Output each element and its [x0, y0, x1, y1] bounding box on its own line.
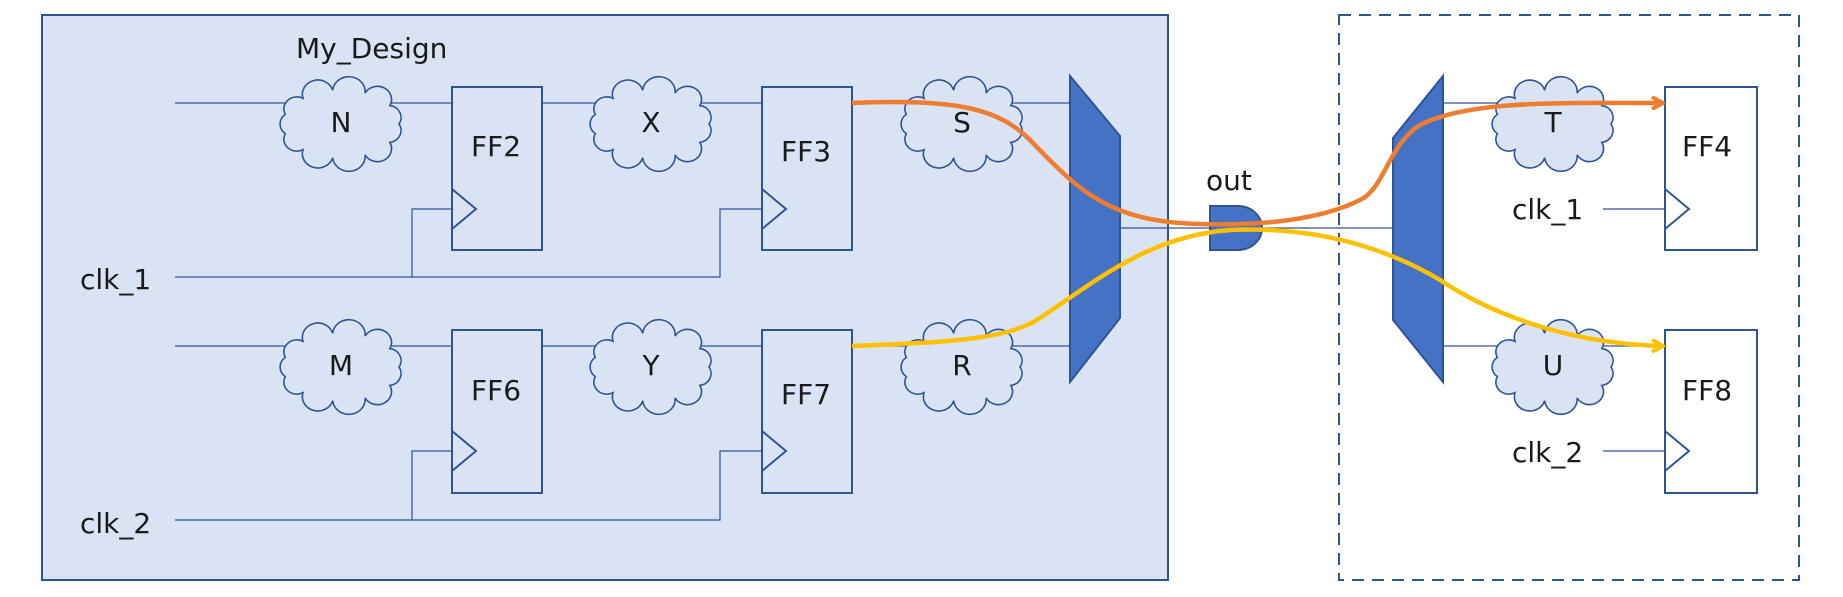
- ff7: FF7: [761, 329, 853, 494]
- cloud-y: Y: [589, 318, 712, 416]
- ff8-label: FF8: [1682, 374, 1732, 407]
- cloud-s-label: S: [953, 106, 971, 139]
- cloud-u: U: [1491, 318, 1614, 416]
- ff4-label: FF4: [1682, 130, 1732, 163]
- cloud-m-label: M: [329, 349, 353, 382]
- external-block: [1338, 14, 1800, 581]
- cloud-x: X: [589, 75, 712, 173]
- ff7-label: FF7: [781, 378, 831, 411]
- cloud-m-shape: [279, 318, 402, 416]
- cloud-t-label: T: [1543, 106, 1562, 139]
- cloud-y-label: Y: [641, 349, 660, 382]
- path-yellow: [851, 227, 1662, 346]
- cloud-n: N: [279, 75, 402, 173]
- ff2-label: FF2: [471, 130, 521, 163]
- ff6-label: FF6: [471, 374, 521, 407]
- ff2: FF2: [451, 86, 543, 251]
- cloud-x-label: X: [641, 106, 660, 139]
- cloud-u-label: U: [1543, 349, 1564, 382]
- ff3-label: FF3: [781, 135, 831, 168]
- design-title: My_Design: [296, 32, 447, 65]
- cloud-n-label: N: [331, 106, 352, 139]
- mux-right: [1392, 73, 1444, 385]
- mux-left: [1069, 73, 1121, 385]
- clk2-label-right: clk_2: [1512, 436, 1583, 469]
- cloud-s: S: [900, 75, 1023, 173]
- clk2-label-left: clk_2: [80, 507, 151, 540]
- cloud-r-label: R: [952, 349, 971, 382]
- cloud-n-shape: [279, 75, 402, 173]
- cloud-t: T: [1491, 75, 1614, 173]
- cloud-s-shape: [900, 75, 1023, 173]
- clk1-label-left: clk_1: [80, 263, 151, 296]
- ff8: FF8: [1664, 329, 1758, 494]
- clk1-label-right: clk_1: [1512, 193, 1583, 226]
- ff3: FF3: [761, 86, 853, 251]
- cloud-t-shape: [1491, 75, 1614, 173]
- cloud-m: M: [279, 318, 402, 416]
- ff6: FF6: [451, 329, 543, 494]
- cloud-y-shape: [589, 318, 712, 416]
- ff4: FF4: [1664, 86, 1758, 251]
- path-orange: [851, 102, 1662, 227]
- out-label: out: [1206, 164, 1252, 197]
- cloud-x-shape: [589, 75, 712, 173]
